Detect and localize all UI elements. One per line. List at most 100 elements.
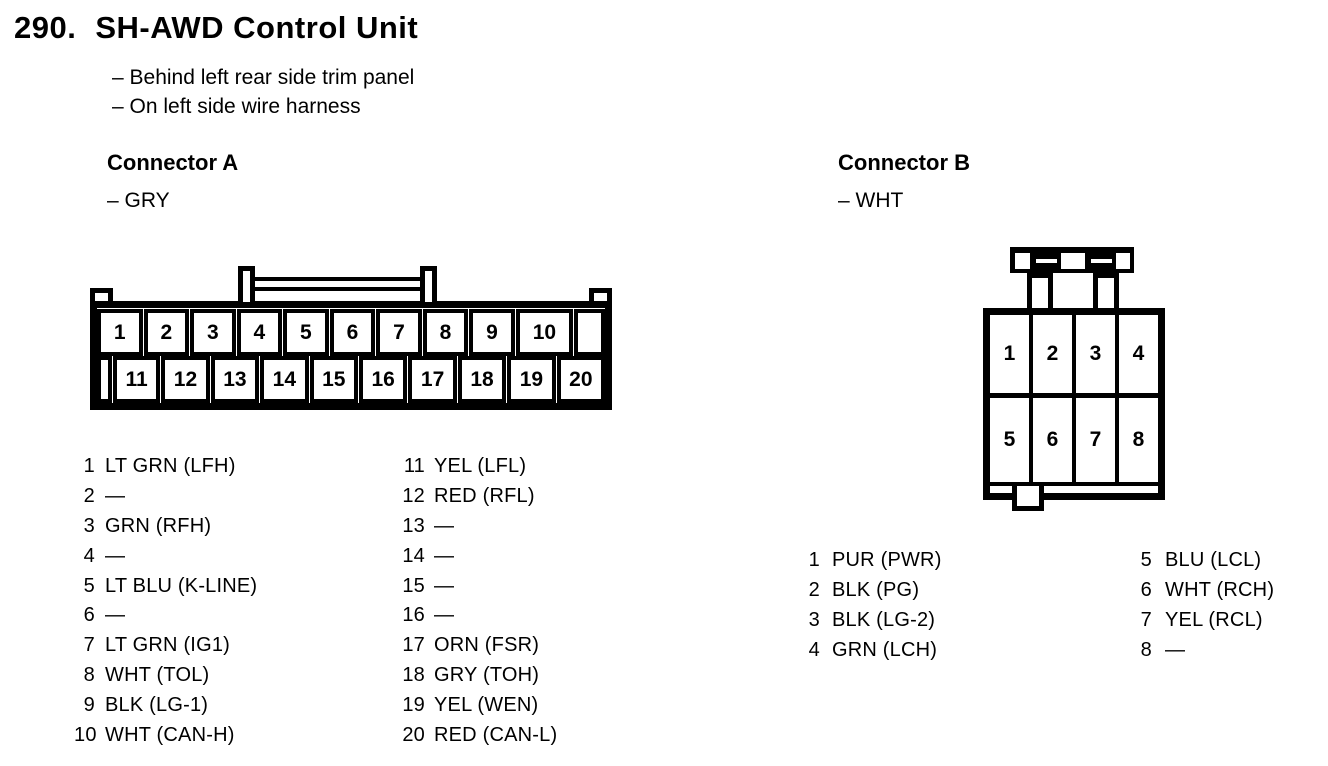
connector-a-pin-row-2: 11 12 13 14 15 16 17 18 19 20	[97, 356, 606, 403]
latch-cutout	[1015, 253, 1030, 269]
wire-label: YEL (WEN)	[434, 693, 539, 716]
pin-number: 3	[83, 514, 95, 537]
wire-label: LT BLU (K-LINE)	[105, 574, 258, 597]
pin-cell: 10	[515, 309, 573, 356]
pin-cell: 1	[990, 315, 1029, 393]
pin-cell: 6	[329, 309, 376, 356]
pin-cell: 7	[376, 309, 422, 356]
connector-a-body: 1 2 3 4 5 6 7 8 9 10 11 12 13 14 15 16 1	[90, 301, 612, 410]
wire-label: —	[105, 604, 126, 627]
connector-b-latch-post-right	[1093, 273, 1119, 309]
pin-row: 3 GRN (RFH)	[74, 512, 257, 542]
location-notes: – Behind left rear side trim panel – On …	[112, 63, 414, 121]
pin-cell: 19	[507, 356, 556, 403]
pin-number: 7	[1140, 608, 1152, 631]
pin-number: 1	[808, 549, 820, 572]
connector-b-pin-row-2: 5 6 7 8	[990, 398, 1158, 482]
pin-number: 4	[83, 544, 95, 567]
connector-b-drawing: 1 2 3 4 5 6 7 8	[983, 247, 1165, 512]
pin-row: 8—	[1138, 635, 1274, 665]
pin-cell: 9	[469, 309, 515, 356]
wire-label: ORN (FSR)	[434, 634, 540, 657]
pin-number: 8	[83, 663, 95, 686]
pin-number: 6	[83, 604, 95, 627]
pin-cell: 17	[408, 356, 457, 403]
pin-row: 19 YEL (WEN)	[399, 690, 557, 720]
pin-row: 7 YEL (RCL)	[1138, 606, 1274, 636]
wire-label: RED (RFL)	[434, 485, 535, 508]
pin-cell: 8	[422, 309, 469, 356]
pin-cell: 7	[1072, 398, 1115, 482]
pin-cell: 1	[97, 309, 143, 356]
wire-label: —	[105, 544, 126, 567]
pin-number: 5	[1140, 549, 1152, 572]
connector-a-corner-tab-left	[90, 288, 113, 302]
connector-b-color-note: – WHT	[838, 189, 904, 212]
pin-cell: 13	[210, 356, 260, 403]
wire-label: WHT (CAN-H)	[105, 723, 235, 746]
pin-cell: 18	[457, 356, 507, 403]
pin-row: 10 WHT (CAN-H)	[74, 720, 257, 750]
wire-label: LT GRN (IG1)	[105, 634, 231, 657]
connector-a-heading: Connector A	[107, 150, 239, 175]
pin-cell: 14	[260, 356, 309, 403]
pin-row: 15—	[399, 571, 557, 601]
connector-b-latch-post-left	[1027, 273, 1053, 309]
section-number: 290.	[14, 10, 77, 45]
connector-b-latch-bar	[1010, 247, 1134, 273]
pin-number: 11	[403, 455, 425, 478]
pin-number: 6	[1140, 579, 1152, 602]
pin-row: 6 WHT (RCH)	[1138, 576, 1274, 606]
pin-number: 7	[83, 634, 95, 657]
location-note: – Behind left rear side trim panel	[112, 66, 415, 89]
connector-a-color-note: – GRY	[107, 189, 170, 212]
pin-cell: 2	[1029, 315, 1072, 393]
wire-label: WHT (TOL)	[105, 663, 210, 686]
wire-label: GRN (RFH)	[105, 514, 212, 537]
wire-label: —	[105, 485, 126, 508]
pin-cell: 16	[358, 356, 408, 403]
pin-cell: 5	[283, 309, 329, 356]
pin-number: 17	[402, 634, 425, 657]
pin-number: 14	[402, 544, 425, 567]
pin-row: 16—	[399, 601, 557, 631]
pin-cell: 15	[309, 356, 358, 403]
page-title: 290. SH-AWD Control Unit	[14, 10, 418, 46]
wire-label: BLK (LG-2)	[832, 608, 936, 631]
pin-number: 4	[808, 638, 820, 661]
pin-number: 13	[402, 514, 425, 537]
connector-a-latch-post-right	[420, 266, 437, 302]
wire-label: —	[434, 514, 455, 537]
wire-label: GRY (TOH)	[434, 663, 540, 686]
wire-label: PUR (PWR)	[832, 549, 942, 572]
latch-cutout	[1116, 253, 1130, 269]
pin-cell: 5	[990, 398, 1029, 482]
pin-row: 8 WHT (TOL)	[74, 661, 257, 691]
pin-row: 6—	[74, 601, 257, 631]
pin-row: 17 ORN (FSR)	[399, 631, 557, 661]
pin-number: 2	[83, 485, 95, 508]
connector-b-body: 1 2 3 4 5 6 7 8	[983, 308, 1165, 500]
pin-number: 19	[402, 693, 425, 716]
wire-label: WHT (RCH)	[1165, 579, 1275, 602]
wire-label: LT GRN (LFH)	[105, 455, 236, 478]
section-title: SH-AWD Control Unit	[95, 10, 419, 45]
wire-label: YEL (RCL)	[1165, 608, 1263, 631]
pin-number: 2	[808, 579, 820, 602]
pin-cell: 12	[161, 356, 210, 403]
wire-label: —	[1165, 638, 1186, 661]
pin-number: 10	[74, 723, 97, 746]
pin-cell: 3	[190, 309, 236, 356]
connector-a-latch-bar	[243, 277, 435, 291]
